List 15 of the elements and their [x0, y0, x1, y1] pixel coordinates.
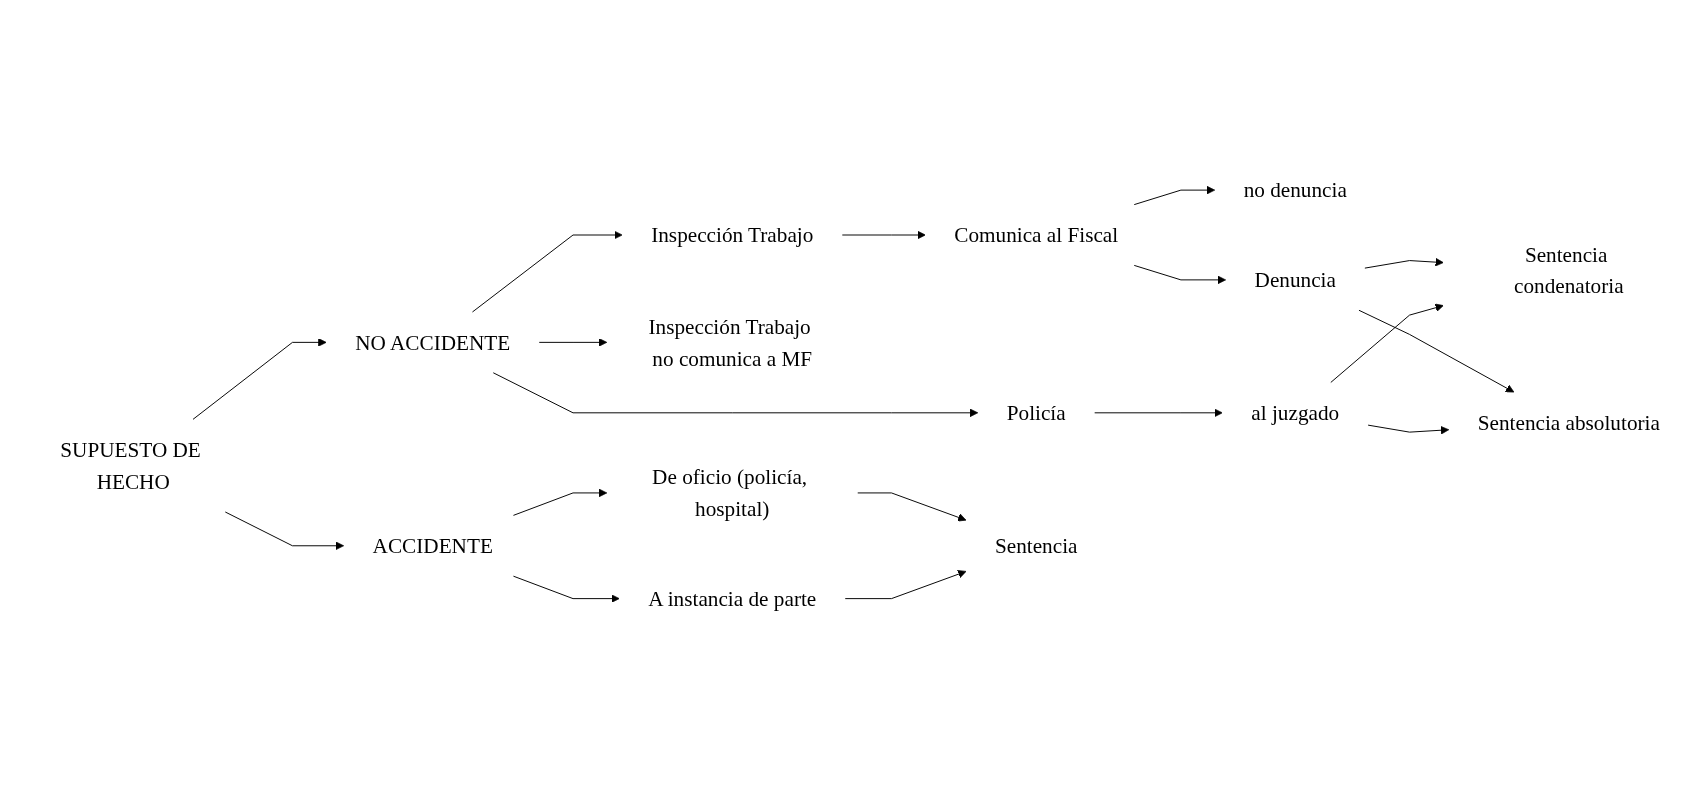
- node-text: Sentencia absolutoria: [1477, 410, 1660, 435]
- node-text: Inspección Trabajo: [651, 222, 814, 247]
- node-text: Sentencia: [994, 533, 1078, 558]
- node-text: no denuncia: [1243, 177, 1347, 202]
- node-text: SUPUESTO DE HECHO: [60, 437, 201, 494]
- node-text: A instancia de parte: [648, 586, 817, 611]
- node-text: ACCIDENTE: [372, 533, 493, 558]
- node-text: NO ACCIDENTE: [355, 329, 511, 355]
- node-text: Denuncia: [1254, 267, 1336, 292]
- node-text: Comunica al Fiscal: [954, 222, 1119, 247]
- node-text: Policía: [1006, 400, 1066, 425]
- node-text: Sentencia condenatoria: [1513, 241, 1624, 298]
- node-text: De oficio (policía, hospital): [652, 464, 808, 521]
- node-text: Inspección Trabajo no comunica a MF: [648, 314, 813, 370]
- node-text: al juzgado: [1251, 400, 1340, 425]
